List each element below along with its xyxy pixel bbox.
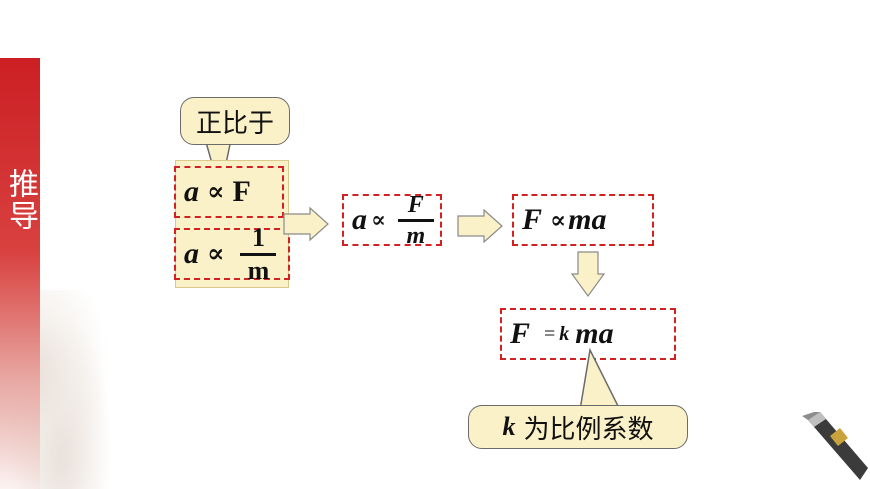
f4-op: ∝ bbox=[550, 208, 567, 234]
arrow-down-icon bbox=[570, 251, 606, 298]
f1-right: F bbox=[232, 175, 251, 208]
f2-den: m bbox=[247, 255, 270, 285]
callout-k-text: 为比例系数 bbox=[523, 414, 654, 445]
f3-num: F bbox=[407, 191, 424, 218]
arrow-right-icon bbox=[283, 206, 329, 242]
f5-eq: = bbox=[544, 322, 556, 345]
formula-a-prop-f-over-m: a ∝ F m bbox=[342, 191, 442, 249]
callout-k-symbol: k bbox=[502, 412, 516, 441]
f5-right: ma bbox=[575, 317, 614, 350]
sidebar-banner: 推导 bbox=[0, 58, 40, 489]
arrow-right-icon bbox=[457, 208, 503, 244]
callout-k-coefficient: k 为比例系数 bbox=[468, 405, 688, 449]
formula-f-equals-kma: F = k ma bbox=[500, 308, 676, 360]
formula-a-prop-f: a ∝ F bbox=[174, 166, 284, 218]
f4-right: ma bbox=[568, 203, 607, 236]
left-formula-background bbox=[175, 160, 289, 288]
f3-op: ∝ bbox=[371, 207, 386, 232]
formula-a-prop-inv-m: a ∝ 1 m bbox=[174, 224, 290, 283]
callout-proportional: 正比于 bbox=[180, 97, 290, 145]
f2-op: ∝ bbox=[207, 239, 225, 268]
f4-left: F bbox=[522, 203, 543, 236]
f3-fraction-line bbox=[397, 218, 434, 222]
f2-num: 1 bbox=[251, 222, 265, 252]
f3-left: a bbox=[352, 203, 367, 236]
f1-op: ∝ bbox=[207, 177, 225, 206]
f2-fraction: 1 m bbox=[240, 222, 277, 285]
formula-f-prop-ma: F ∝ ma bbox=[512, 194, 654, 246]
f2-left: a bbox=[184, 237, 199, 270]
f5-k: k bbox=[559, 322, 570, 345]
f1-left: a bbox=[184, 175, 199, 208]
f3-den: m bbox=[406, 222, 426, 249]
f2-fraction-line bbox=[240, 252, 277, 256]
f3-fraction: F m bbox=[397, 191, 434, 249]
pen-icon bbox=[802, 412, 868, 480]
f5-left: F bbox=[510, 317, 531, 350]
sidebar-label: 推导 bbox=[3, 168, 38, 232]
callout-proportional-text: 正比于 bbox=[195, 108, 274, 139]
